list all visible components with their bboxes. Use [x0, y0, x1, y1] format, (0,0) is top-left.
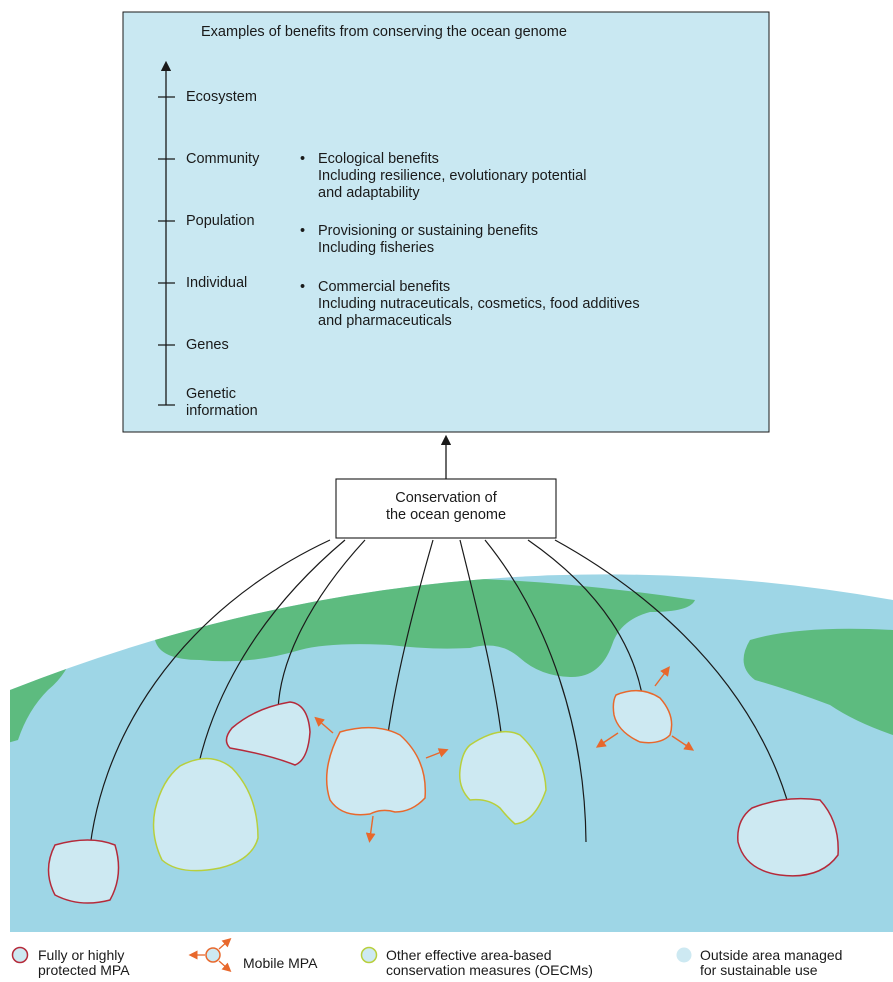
legend-icons — [11, 937, 692, 973]
benefit-commercial-detail: Including nutraceuticals, cosmetics, foo… — [318, 296, 640, 329]
benefit-provisioning-detail: Including fisheries — [318, 240, 435, 256]
land-right — [743, 628, 893, 735]
benefit-provisioning-heading: Provisioning or sustaining benefits — [318, 223, 539, 239]
bullet-marker: • — [300, 279, 306, 295]
conservation-box-label: Conservation of the ocean genome — [385, 490, 507, 523]
mobile-mpa-patch-2 — [612, 689, 673, 744]
benefit-ecological-heading: Ecological benefits — [318, 151, 439, 167]
level-ecosystem: Ecosystem — [186, 89, 257, 105]
mpa-patch-1 — [47, 839, 120, 904]
level-genes: Genes — [186, 337, 229, 353]
scale-ticks — [158, 96, 175, 406]
legend-mpa-label: Fully or highly protected MPA — [38, 947, 130, 978]
level-community: Community — [186, 151, 260, 167]
bullet-marker: • — [300, 223, 306, 239]
level-individual: Individual — [186, 275, 248, 291]
mpa-patch-3 — [737, 797, 839, 877]
patches — [47, 689, 839, 904]
legend-mpa-icon — [11, 946, 29, 964]
benefit-ecological-detail: Including resilience, evolutionary poten… — [318, 168, 587, 201]
mobile-arrow-4 — [654, 666, 670, 687]
benefits-box-title: Examples of benefits from conserving the… — [201, 24, 567, 40]
mobile-mpa-patch-1 — [325, 726, 427, 816]
bullet-marker: • — [300, 151, 306, 167]
mobile-arrow-3 — [365, 815, 376, 843]
oecm-patch-1 — [152, 757, 259, 872]
benefits-box — [122, 11, 770, 433]
mpa-patch-2 — [225, 701, 311, 766]
oecm-patch-2 — [458, 730, 547, 825]
level-population: Population — [186, 213, 255, 229]
line-6 — [484, 539, 587, 843]
legend-oecm-icon — [360, 946, 378, 964]
legend-outside-area-icon — [676, 947, 692, 963]
conservation-box — [335, 478, 557, 539]
earth — [10, 574, 893, 932]
line-3 — [277, 539, 366, 711]
legend-mobile-arrow-up-icon — [218, 937, 232, 950]
legend-mobile-mpa-label: Mobile MPA — [243, 955, 318, 971]
legend-outside-area-label: Outside area managed for sustainable use — [700, 947, 843, 978]
legend-mobile-arrow-down-icon — [218, 960, 232, 973]
mobile-arrows — [314, 666, 695, 843]
benefit-commercial-heading: Commercial benefits — [318, 279, 451, 295]
line-1 — [87, 539, 331, 871]
legend-oecm-label: Other effective area-based conservation … — [386, 947, 593, 978]
mobile-arrow-2 — [425, 748, 449, 759]
mobile-arrow-1 — [314, 716, 334, 734]
mobile-arrow-5 — [595, 732, 619, 748]
level-genetic-information: Genetic information — [186, 386, 258, 419]
legend-mobile-mpa-icon — [205, 947, 221, 963]
mobile-arrow-6 — [671, 735, 695, 751]
